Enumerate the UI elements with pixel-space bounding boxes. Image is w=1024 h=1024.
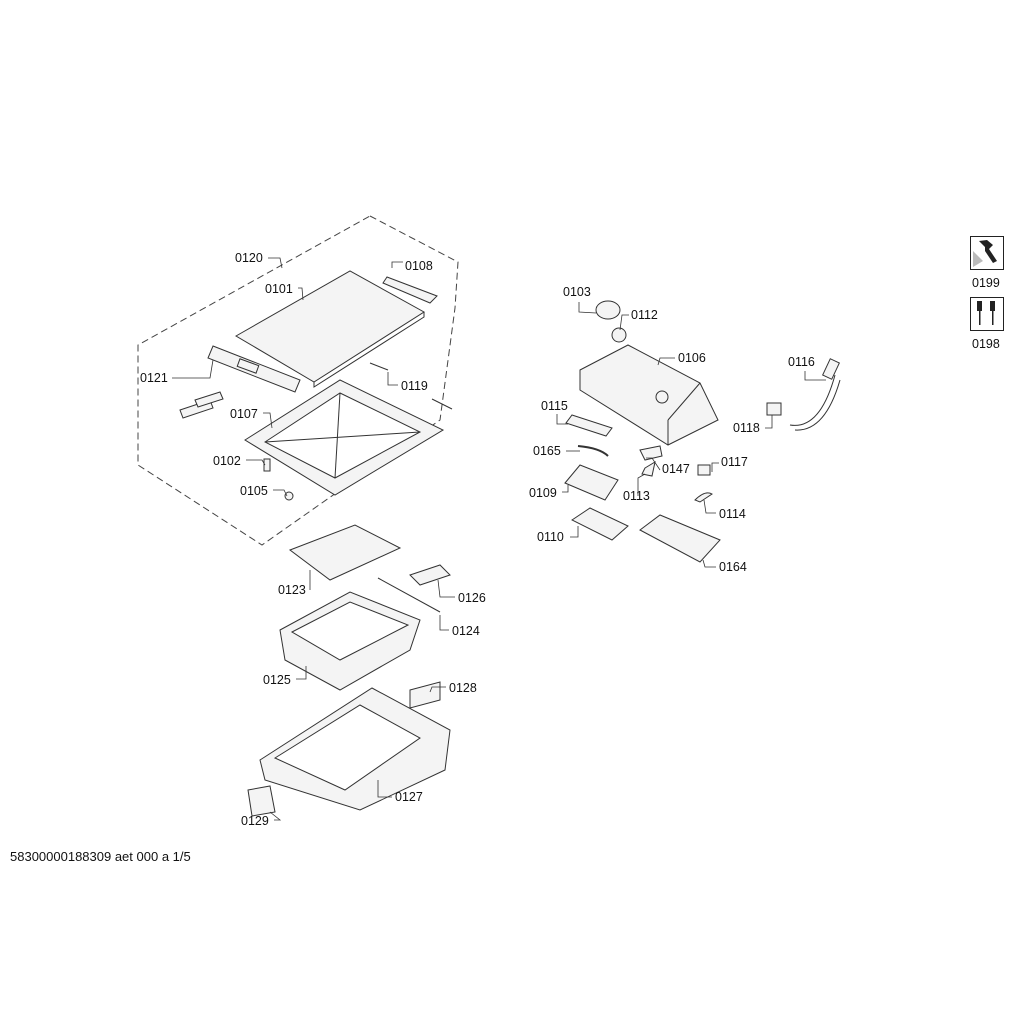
part-label-0106[interactable]: 0106 bbox=[678, 351, 706, 365]
power-module-part bbox=[639, 514, 721, 563]
board-part bbox=[571, 507, 629, 541]
part-label-0121[interactable]: 0121 bbox=[140, 371, 168, 385]
part-label-0102[interactable]: 0102 bbox=[213, 454, 241, 468]
document-id: 58300000188309 aet 000 a 1/5 bbox=[10, 849, 191, 864]
part-label-0127[interactable]: 0127 bbox=[395, 790, 423, 804]
part-label-0108[interactable]: 0108 bbox=[405, 259, 433, 273]
ring-part bbox=[611, 327, 627, 343]
icon-label-0198: 0198 bbox=[972, 337, 1000, 351]
part-label-0114[interactable]: 0114 bbox=[719, 507, 746, 521]
wrench-icon[interactable] bbox=[970, 236, 1004, 270]
icon-label-0199: 0199 bbox=[972, 276, 1000, 290]
strip-part bbox=[382, 276, 438, 304]
part-label-0124[interactable]: 0124 bbox=[452, 624, 480, 638]
part-label-0147[interactable]: 0147 bbox=[662, 462, 690, 476]
part-label-0101[interactable]: 0101 bbox=[265, 282, 293, 296]
part-label-0107[interactable]: 0107 bbox=[230, 407, 258, 421]
part-label-0116[interactable]: 0116 bbox=[788, 355, 815, 369]
part-label-0113[interactable]: 0113 bbox=[623, 489, 650, 503]
part-label-0117[interactable]: 0117 bbox=[721, 455, 748, 469]
part-label-0110[interactable]: 0110 bbox=[537, 530, 564, 544]
part-label-0105[interactable]: 0105 bbox=[240, 484, 268, 498]
screwdriver-set-icon[interactable] bbox=[970, 297, 1004, 331]
part-label-0126[interactable]: 0126 bbox=[458, 591, 486, 605]
part-label-0109[interactable]: 0109 bbox=[529, 486, 557, 500]
part-label-0125[interactable]: 0125 bbox=[263, 673, 291, 687]
part-label-0112[interactable]: 0112 bbox=[631, 308, 658, 322]
module-part bbox=[564, 464, 619, 501]
part-label-0164[interactable]: 0164 bbox=[719, 560, 747, 574]
part-label-0128[interactable]: 0128 bbox=[449, 681, 477, 695]
part-label-0129[interactable]: 0129 bbox=[241, 814, 269, 828]
knob-part bbox=[595, 300, 621, 320]
part-label-0123[interactable]: 0123 bbox=[278, 583, 306, 597]
part-label-0119[interactable]: 0119 bbox=[401, 379, 428, 393]
part-label-0165[interactable]: 0165 bbox=[533, 444, 561, 458]
part-label-0118[interactable]: 0118 bbox=[733, 421, 760, 435]
tray-part bbox=[288, 524, 402, 581]
part-label-0103[interactable]: 0103 bbox=[563, 285, 591, 299]
control-panel-part bbox=[579, 344, 719, 446]
part-label-0120[interactable]: 0120 bbox=[235, 251, 263, 265]
part-label-0115[interactable]: 0115 bbox=[541, 399, 568, 413]
